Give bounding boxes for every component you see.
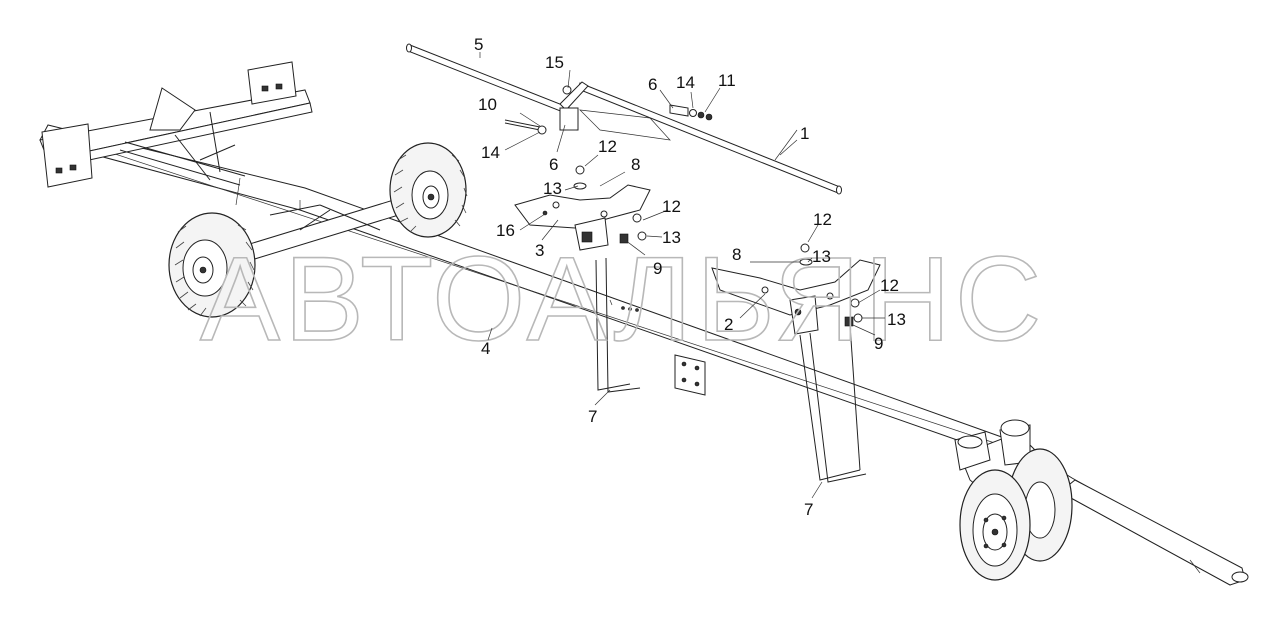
rear-frame (39, 61, 313, 188)
callout-14b: 14 (481, 143, 500, 162)
callout-12a: 12 (598, 137, 617, 156)
callout-6b: 6 (549, 155, 558, 174)
callout-13c: 13 (812, 247, 831, 266)
callout-12d: 12 (880, 276, 899, 295)
callout-12c: 12 (813, 210, 832, 229)
rod-coupler (559, 81, 671, 141)
strap-7-right (799, 324, 867, 483)
callout-10: 10 (478, 95, 497, 114)
callouts: 5 15 6 14 11 10 1 14 6 12 8 13 12 16 13 … (474, 35, 906, 519)
callout-12b: 12 (662, 197, 681, 216)
callout-2: 2 (724, 315, 733, 334)
callout-1: 1 (800, 124, 809, 143)
watermark: АВТОАЛЬЯНС (200, 232, 1045, 366)
callout-15: 15 (545, 53, 564, 72)
callout-13a: 13 (543, 179, 562, 198)
callout-8a: 8 (631, 155, 640, 174)
callout-16: 16 (496, 221, 515, 240)
rear-right-wheel (389, 142, 468, 238)
bracket-3 (514, 165, 651, 251)
callout-13d: 13 (887, 310, 906, 329)
leader-lines (479, 52, 885, 499)
callout-9b: 9 (874, 334, 883, 353)
rear-left-wheel (168, 212, 256, 318)
callout-3: 3 (535, 241, 544, 260)
callout-4: 4 (481, 339, 490, 358)
callout-8b: 8 (732, 245, 741, 264)
callout-13b: 13 (662, 228, 681, 247)
callout-6a: 6 (648, 75, 657, 94)
front-wheel-outer (959, 469, 1031, 581)
callout-9a: 9 (653, 259, 662, 278)
callout-7b: 7 (804, 500, 813, 519)
callout-7a: 7 (588, 407, 597, 426)
callout-11: 11 (718, 71, 736, 90)
callout-5: 5 (474, 35, 483, 54)
hardware-11-14 (669, 104, 713, 121)
callout-14a: 14 (676, 73, 695, 92)
bracket-2 (711, 243, 881, 335)
